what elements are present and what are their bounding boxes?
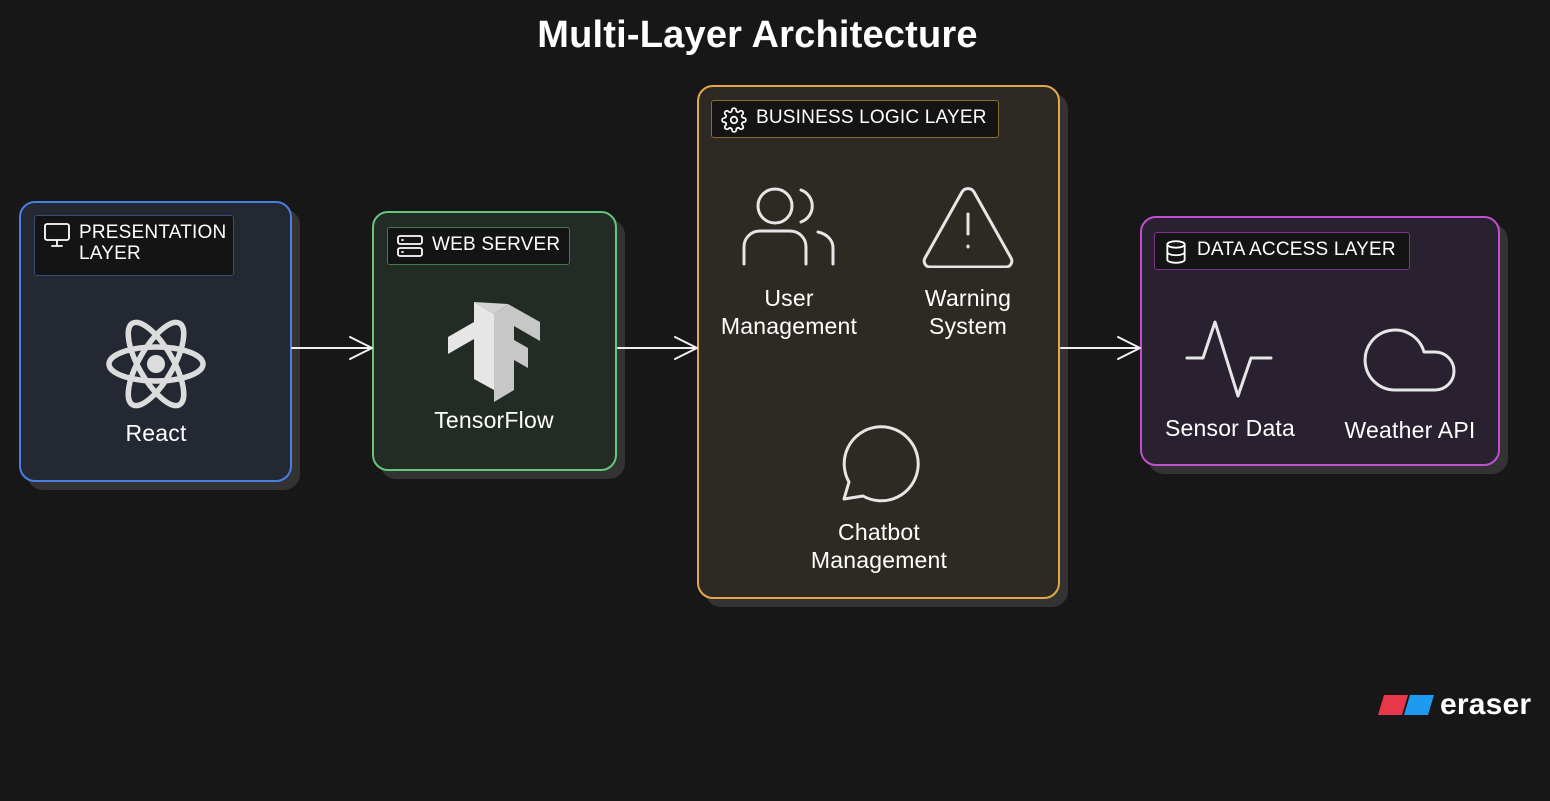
activity-icon bbox=[1185, 320, 1273, 398]
chatbot-management-node[interactable]: Chatbot Management bbox=[794, 422, 964, 574]
gear-icon bbox=[721, 107, 747, 133]
database-icon bbox=[1166, 240, 1186, 264]
sensor-data-label: Sensor Data bbox=[1164, 415, 1296, 441]
data-access-layer-label-text: Data Access Layer bbox=[1197, 239, 1396, 260]
monitor-icon bbox=[44, 223, 70, 247]
react-icon bbox=[106, 319, 206, 409]
cloud-icon bbox=[1363, 328, 1456, 392]
weather-api-label: Weather API bbox=[1344, 417, 1476, 443]
eraser-brand: eraser bbox=[1378, 688, 1531, 722]
business-logic-layer-label: Business Logic Layer bbox=[711, 100, 999, 138]
user-management-node[interactable]: User Management bbox=[704, 186, 874, 340]
warning-icon bbox=[922, 187, 1014, 268]
server-icon bbox=[397, 235, 423, 257]
business-logic-layer-label-text: Business Logic Layer bbox=[756, 107, 987, 128]
tensorflow-label: TensorFlow bbox=[434, 407, 554, 433]
arrow-presentation-to-web-server[interactable] bbox=[291, 336, 373, 360]
arrow-business-logic-to-data-access[interactable] bbox=[1060, 336, 1141, 360]
web-server-label-text: Web Server bbox=[432, 234, 561, 255]
warning-system-node[interactable]: Warning System bbox=[893, 186, 1043, 340]
users-icon bbox=[742, 187, 835, 266]
eraser-logo-icon bbox=[1378, 695, 1434, 715]
react-node[interactable]: React bbox=[86, 318, 226, 447]
web-server-label: Web Server bbox=[387, 227, 570, 265]
presentation-layer-label-text: Presentation Layer bbox=[79, 222, 227, 264]
tensorflow-node[interactable]: TensorFlow bbox=[424, 302, 564, 434]
chat-bubble-icon bbox=[842, 425, 920, 503]
chatbot-management-label: Chatbot Management bbox=[810, 519, 948, 573]
react-label: React bbox=[125, 420, 187, 446]
sensor-data-node[interactable]: Sensor Data bbox=[1150, 318, 1310, 442]
business-logic-layer-group[interactable] bbox=[697, 85, 1060, 599]
presentation-layer-label: Presentation Layer bbox=[34, 215, 234, 276]
eraser-wordmark: eraser bbox=[1440, 688, 1532, 721]
data-access-layer-label: Data Access Layer bbox=[1154, 232, 1410, 270]
diagram-title: Multi-Layer Architecture bbox=[537, 14, 978, 56]
user-management-label: User Management bbox=[720, 285, 858, 339]
arrow-web-server-to-business-logic[interactable] bbox=[617, 336, 698, 360]
warning-system-label: Warning System bbox=[924, 285, 1012, 339]
tensorflow-icon bbox=[448, 302, 540, 402]
weather-api-node[interactable]: Weather API bbox=[1330, 322, 1490, 444]
